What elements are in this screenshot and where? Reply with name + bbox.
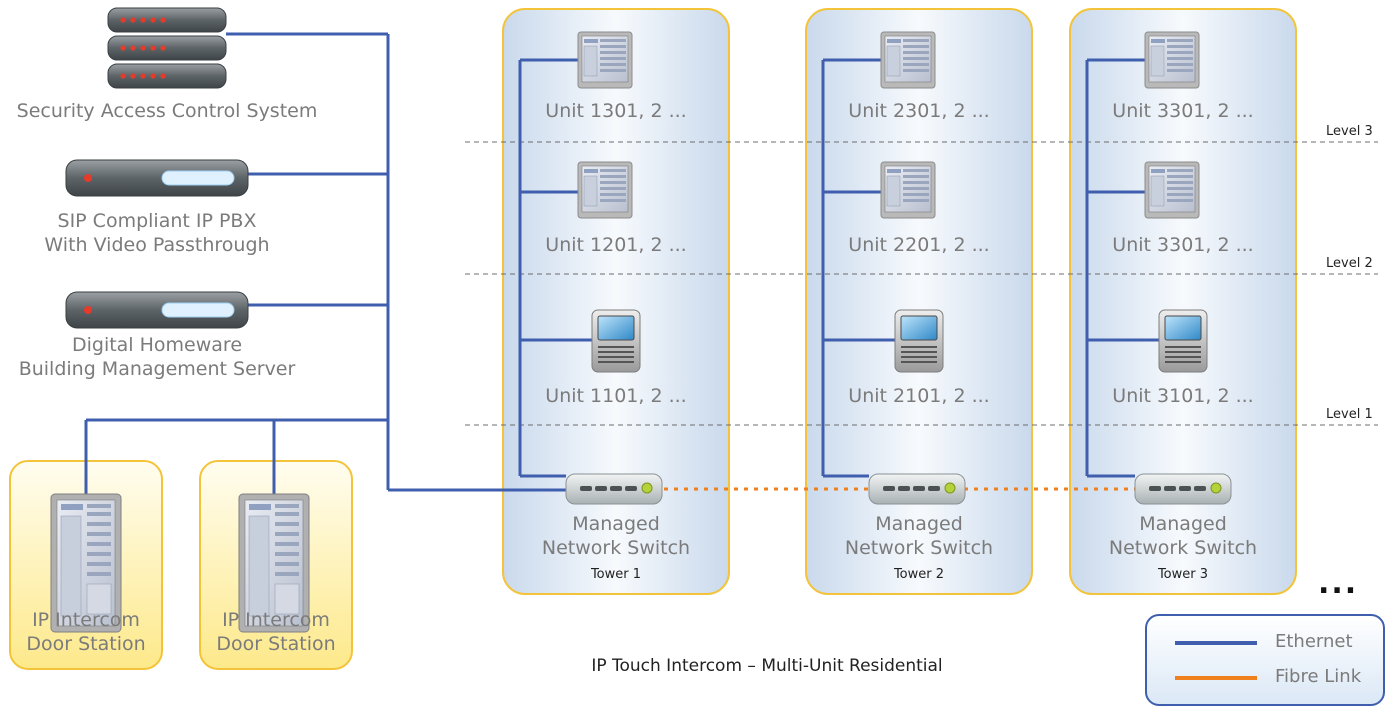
pbx-label: SIP Compliant IP PBX With Video Passthro… (0, 209, 314, 257)
label-line: Managed (572, 513, 660, 535)
level-label-2: Level 2 (1326, 256, 1373, 271)
door-station-label-2: IP Intercom Door Station (200, 608, 352, 656)
legend-swatches (1175, 641, 1257, 680)
touch-panel-icon-t1-l2 (577, 161, 633, 219)
switch-icon-t1 (565, 473, 663, 505)
label-line: Network Switch (844, 537, 994, 559)
switch-label-t3: Managed Network Switch (1070, 512, 1296, 560)
security-system-label: Security Access Control System (0, 99, 334, 123)
level-label-1: Level 1 (1326, 407, 1373, 422)
unit-label-t2-l3: Unit 2301, 2 ... (848, 100, 990, 122)
legend-ethernet-label: Ethernet (1275, 631, 1353, 652)
tower-box-2 (805, 8, 1033, 595)
tower-box-3 (1069, 8, 1297, 595)
more-towers-ellipsis: ... (1318, 566, 1359, 601)
door-station-label-1: IP Intercom Door Station (10, 608, 162, 656)
label-line: IP Intercom (222, 609, 330, 631)
touch-panel-icon-t1-l3 (577, 31, 633, 89)
tower-name-1: Tower 1 (590, 567, 642, 582)
legend-fibre-label: Fibre Link (1275, 666, 1362, 687)
label-line: With Video Passthrough (44, 234, 270, 256)
legend: Ethernet Fibre Link (1145, 614, 1385, 706)
tower-name-2: Tower 2 (893, 567, 945, 582)
touch-panel-icon-t2-l3 (880, 31, 936, 89)
unit-label-t3-l3: Unit 3301, 2 ... (1112, 100, 1254, 122)
bms-server-icon (65, 291, 249, 329)
unit-label-t1-l2: Unit 1201, 2 ... (545, 234, 687, 256)
label-line: Network Switch (541, 537, 691, 559)
terminal-icon-t1-l1 (591, 309, 641, 373)
unit-label-t2-l2: Unit 2201, 2 ... (848, 234, 990, 256)
unit-label-t2-l1: Unit 2101, 2 ... (848, 385, 990, 407)
bms-label: Digital Homeware Building Management Ser… (0, 333, 314, 381)
label-line: Door Station (26, 633, 146, 655)
diagram-title: IP Touch Intercom – Multi-Unit Residenti… (591, 656, 943, 676)
switch-icon-t3 (1134, 473, 1232, 505)
label-line: Security Access Control System (16, 100, 318, 122)
pbx-server-icon (65, 159, 249, 197)
level-label-3: Level 3 (1326, 124, 1373, 139)
switch-icon-t2 (868, 473, 966, 505)
label-line: Network Switch (1108, 537, 1258, 559)
touch-panel-icon-t3-l2 (1144, 161, 1200, 219)
tower-name-3: Tower 3 (1157, 567, 1209, 582)
unit-label-t1-l3: Unit 1301, 2 ... (545, 100, 687, 122)
tower-box-1 (502, 8, 730, 595)
ethernet-backbone (84, 32, 570, 494)
label-line: Door Station (216, 633, 336, 655)
terminal-icon-t3-l1 (1158, 309, 1208, 373)
touch-panel-icon-t2-l2 (880, 161, 936, 219)
label-line: IP Intercom (32, 609, 140, 631)
unit-label-t3-l2: Unit 3301, 2 ... (1112, 234, 1254, 256)
unit-label-t3-l1: Unit 3101, 2 ... (1112, 385, 1254, 407)
switch-label-t1: Managed Network Switch (503, 512, 729, 560)
label-line: Managed (1139, 513, 1227, 535)
switch-label-t2: Managed Network Switch (806, 512, 1032, 560)
label-line: SIP Compliant IP PBX (57, 210, 257, 232)
label-line: Managed (875, 513, 963, 535)
terminal-icon-t2-l1 (894, 309, 944, 373)
label-line: Digital Homeware (71, 334, 243, 356)
tower-ethernet (518, 58, 1159, 478)
security-server-icon (107, 7, 227, 89)
label-line: Building Management Server (18, 358, 296, 380)
unit-label-t1-l1: Unit 1101, 2 ... (545, 385, 687, 407)
touch-panel-icon-t3-l3 (1144, 31, 1200, 89)
level-lines (465, 141, 1378, 426)
